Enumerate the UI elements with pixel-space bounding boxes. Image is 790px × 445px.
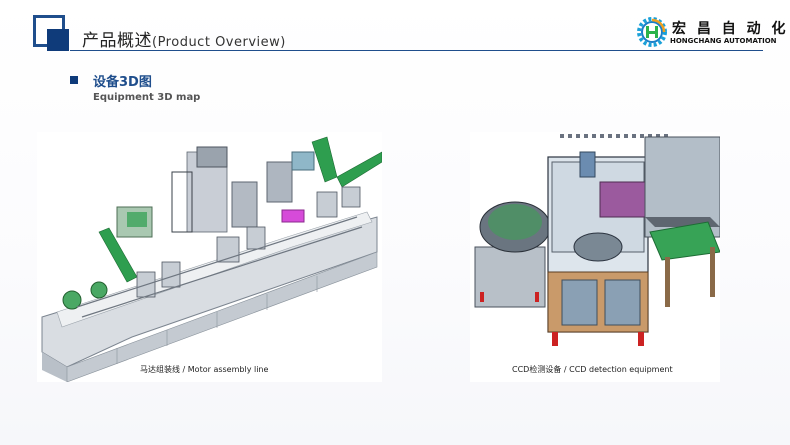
company-logo: 宏 昌 自 动 化 HONGCHANG AUTOMATION bbox=[636, 16, 786, 50]
header-divider bbox=[70, 50, 763, 51]
page-title-en: (Product Overview) bbox=[152, 35, 286, 50]
motor-assembly-line-image: 马达组装线 / Motor assembly line bbox=[37, 132, 382, 382]
ccd-detection-caption: CCD检测设备 / CCD detection equipment bbox=[512, 365, 673, 374]
section-title-en: Equipment 3D map bbox=[93, 92, 201, 103]
brand-name-en: HONGCHANG AUTOMATION bbox=[670, 37, 777, 45]
gear-logo-icon bbox=[637, 17, 667, 47]
motor-assembly-render-icon bbox=[41, 136, 382, 382]
section-bullet bbox=[70, 76, 78, 84]
section-title-cn: 设备3D图 bbox=[93, 75, 152, 90]
ccd-equipment-render-icon bbox=[474, 134, 720, 346]
brand-name-cn: 宏 昌 自 动 化 bbox=[672, 21, 789, 37]
header-decor-squares bbox=[33, 15, 71, 53]
page-title: 产品概述(Product Overview) bbox=[82, 26, 286, 51]
ccd-detection-equipment-image: CCD检测设备 / CCD detection equipment bbox=[470, 132, 720, 382]
page-title-cn: 产品概述 bbox=[82, 31, 152, 51]
motor-assembly-caption: 马达组装线 / Motor assembly line bbox=[140, 365, 269, 374]
decor-square-filled bbox=[47, 29, 69, 51]
